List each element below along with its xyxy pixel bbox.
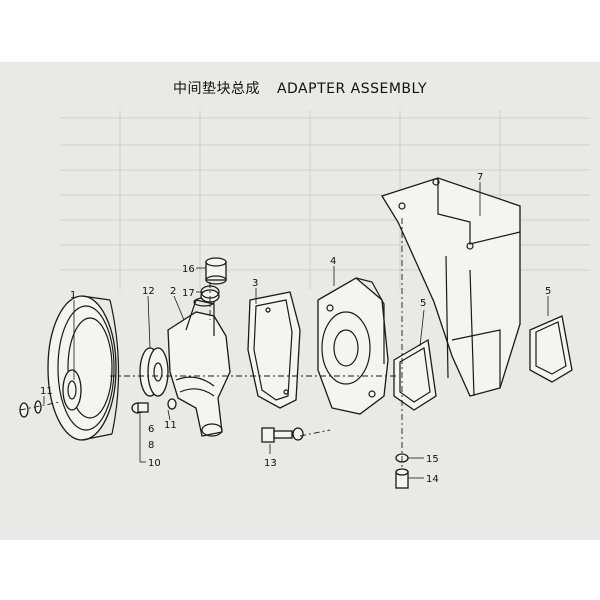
part-3-gasket [247, 291, 301, 409]
callout-8: 8 [148, 440, 154, 451]
callout-11-right: 11 [164, 420, 177, 431]
callout-2: 2 [170, 286, 176, 297]
callout-17: 17 [182, 288, 195, 299]
part-14-bolt [395, 468, 409, 489]
part-1-pulley [47, 295, 120, 441]
callout-10: 10 [148, 458, 161, 469]
part-16-bushing [205, 257, 227, 285]
page-title: 中间垫块总成 ADAPTER ASSEMBLY [0, 78, 600, 98]
part-11-left-washer [19, 400, 61, 418]
callout-7: 7 [477, 172, 483, 183]
callout-13: 13 [264, 458, 277, 469]
callout-14: 14 [426, 474, 439, 485]
callout-4: 4 [330, 256, 336, 267]
callout-labels: 1 2 3 4 5 5 6 7 8 10 11 11 12 13 14 15 1… [40, 172, 551, 485]
part-5-seal-right [529, 315, 573, 383]
callout-6: 6 [148, 424, 154, 435]
title-english: ADAPTER ASSEMBLY [276, 81, 428, 97]
callout-5-right: 5 [545, 286, 551, 297]
callout-11-left: 11 [40, 386, 53, 397]
callout-15: 15 [426, 454, 439, 465]
centre-lines [110, 218, 403, 470]
callout-1: 1 [70, 290, 76, 301]
callout-12: 12 [142, 286, 155, 297]
leader-lines [43, 182, 549, 479]
part-12-hub [139, 347, 169, 397]
callout-3: 3 [252, 278, 258, 289]
callout-5-left: 5 [420, 298, 426, 309]
part-13-bolt [261, 427, 304, 443]
part-6-8-plug [131, 398, 177, 414]
part-2-pump-body [167, 297, 231, 437]
callout-16: 16 [182, 264, 195, 275]
title-chinese: 中间垫块总成 [172, 81, 260, 97]
part-5-seal-left [393, 338, 437, 411]
part-4-adapter-plate [317, 277, 389, 415]
part-7-bracket [381, 177, 521, 397]
